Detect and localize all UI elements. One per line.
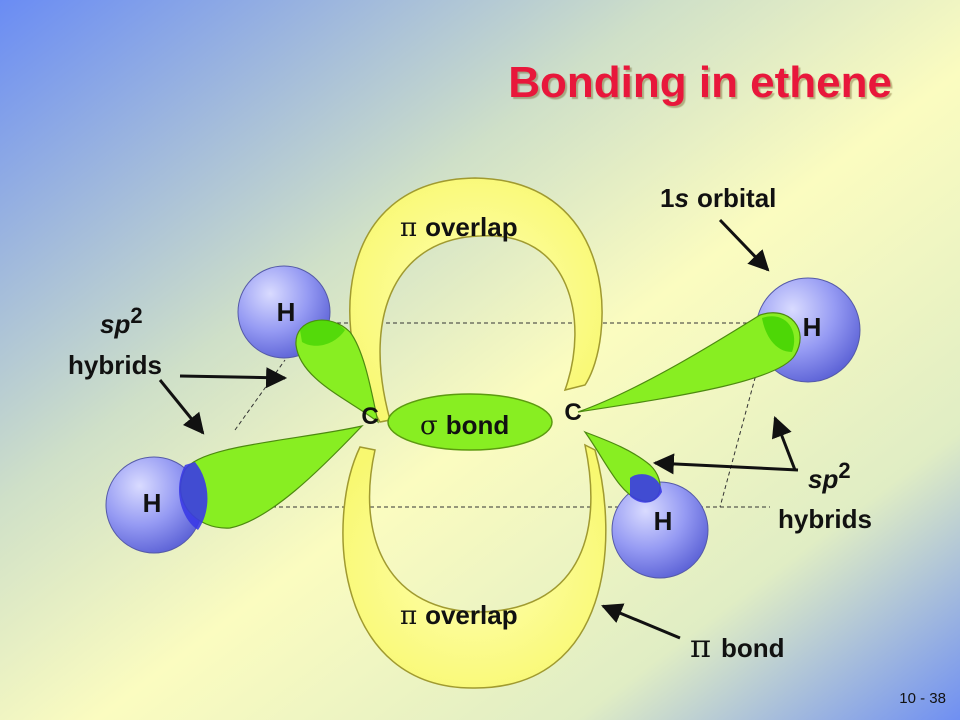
arrow-sp2-right-lower: [652, 453, 799, 475]
atom-label-c-right: C: [564, 399, 581, 426]
atom-label-h-top-left: H: [277, 297, 296, 327]
sigma-bond-orbital: [387, 393, 553, 451]
arrow-sp2-right-upper: [771, 416, 797, 471]
arrow-1s-orbital: [718, 218, 770, 272]
arrow-sp2-left-lower: [158, 379, 205, 435]
sp2-left-hybrids-label: hybrids: [68, 350, 162, 380]
sp2-lobe-top-left: [295, 319, 379, 424]
pi-symbol: π: [400, 601, 417, 631]
sp2-lobe-bottom-right: [583, 430, 662, 503]
sp2-lobe-bottom-left: [179, 424, 364, 530]
sp2-right-label: sp2: [808, 458, 851, 494]
atom-label-h-bottom-right: H: [654, 506, 673, 536]
atom-label-c-left: C: [361, 403, 378, 430]
sp2-lobe-top-right: [577, 312, 801, 413]
arrow-pi-bond: [601, 603, 681, 640]
sp2-right-hybrids-label: hybrids: [778, 504, 872, 534]
arrow-sp2-left-upper: [179, 367, 288, 389]
pi-symbol: π: [690, 627, 711, 665]
sp2-left-label: sp2: [100, 303, 143, 339]
atom-label-h-top-right: H: [803, 312, 822, 342]
sigma-symbol: σ: [420, 411, 438, 441]
annotation-arrows: [158, 218, 799, 640]
pi-orbital-top: [349, 177, 603, 423]
pi-symbol: π: [400, 213, 417, 243]
atom-label-h-bottom-left: H: [143, 488, 162, 518]
slide-title: Bonding in ethene: [508, 58, 892, 107]
page-number: 10 - 38: [899, 690, 946, 707]
pi-orbital-bottom: [342, 443, 607, 689]
